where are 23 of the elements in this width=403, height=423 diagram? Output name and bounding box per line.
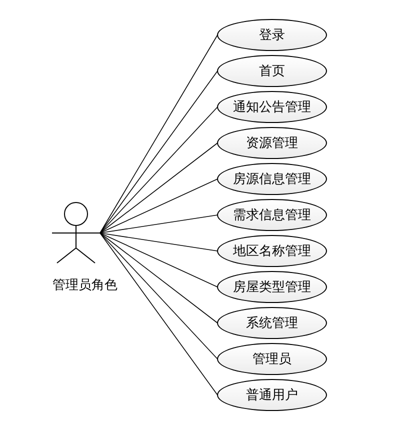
use-case-ellipse: 地区名称管理 bbox=[217, 235, 327, 267]
use-case-ellipse: 管理员 bbox=[217, 343, 327, 375]
use-case-ellipse: 首页 bbox=[217, 55, 327, 87]
association-line bbox=[100, 232, 218, 360]
association-line bbox=[100, 70, 218, 234]
association-line bbox=[100, 214, 218, 234]
use-case-ellipse: 系统管理 bbox=[217, 307, 327, 339]
association-line bbox=[100, 232, 218, 252]
association-line bbox=[100, 34, 218, 234]
use-case-ellipse: 房屋类型管理 bbox=[217, 271, 327, 303]
association-line bbox=[100, 232, 218, 324]
actor-label: 管理员角色 bbox=[52, 277, 118, 294]
association-line bbox=[100, 232, 218, 396]
use-case-ellipse: 登录 bbox=[217, 19, 327, 51]
use-case-ellipse: 普通用户 bbox=[217, 379, 327, 411]
use-case-ellipse: 通知公告管理 bbox=[217, 91, 327, 123]
use-case-ellipse: 房源信息管理 bbox=[217, 163, 327, 195]
association-line bbox=[100, 178, 218, 234]
use-case-ellipse: 需求信息管理 bbox=[217, 199, 327, 231]
association-line bbox=[100, 142, 218, 234]
association-line bbox=[100, 232, 218, 288]
association-line bbox=[100, 106, 218, 234]
use-case-ellipse: 资源管理 bbox=[217, 127, 327, 159]
